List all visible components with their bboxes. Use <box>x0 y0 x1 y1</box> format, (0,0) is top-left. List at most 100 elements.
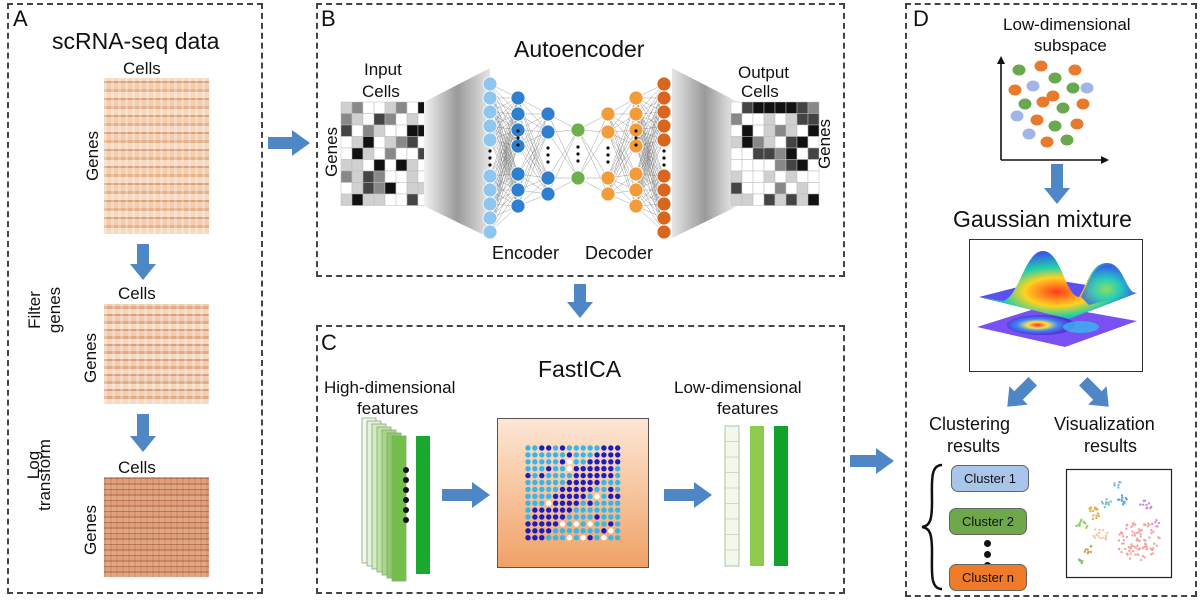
ica-dot <box>594 521 600 527</box>
ica-dot <box>587 521 593 527</box>
ica-dot <box>608 479 614 486</box>
matrix-cell <box>351 124 364 137</box>
panel-d <box>905 3 1197 597</box>
matrix-cell <box>774 101 787 114</box>
ica-dot <box>573 472 579 479</box>
output-label-2: Cells <box>741 82 779 101</box>
panel-c <box>316 325 845 594</box>
network-edge <box>517 131 549 175</box>
ica-dot <box>594 466 600 472</box>
ica-dot <box>559 507 566 513</box>
embedding-point <box>1116 498 1120 501</box>
matrix-cell <box>730 147 743 160</box>
matrix-cell <box>774 182 787 195</box>
matrix-cell <box>340 124 353 137</box>
cluster-1-box: Cluster 1 <box>951 465 1029 492</box>
network-node <box>540 106 556 122</box>
network-edge <box>489 97 519 141</box>
matrix-cell <box>763 113 776 126</box>
embedding-point <box>1098 536 1102 539</box>
embedding-point <box>1158 536 1161 540</box>
ica-dot <box>559 479 566 486</box>
embedding-point <box>1138 539 1141 543</box>
embedding-point <box>1151 548 1154 552</box>
network-edge <box>517 131 549 191</box>
ica-dot <box>539 472 545 479</box>
matrix-cell <box>807 182 820 195</box>
network-node <box>482 76 498 92</box>
genes-label-3: Genes <box>81 504 100 556</box>
ica-dot <box>587 535 593 541</box>
network-node <box>656 104 672 120</box>
ica-dot <box>532 445 538 451</box>
ica-dot <box>532 521 538 527</box>
network-ellipsis-dot <box>606 153 610 157</box>
cluster-2-box: Cluster 2 <box>949 508 1027 535</box>
network-edge <box>635 139 665 191</box>
embedding-point <box>1123 547 1127 551</box>
ica-dot <box>580 452 586 458</box>
embedding-point <box>1122 539 1126 542</box>
ica-dot <box>608 459 614 465</box>
network-node <box>628 198 644 214</box>
matrix-cell <box>796 113 809 126</box>
matrix-cell <box>373 113 386 126</box>
ica-dot <box>552 514 559 520</box>
ica-dot <box>539 479 545 486</box>
ica-dot <box>601 535 607 541</box>
embedding-point <box>1143 538 1146 542</box>
matrix-cell <box>373 136 386 149</box>
matrix-cell <box>384 193 397 206</box>
embedding-point <box>1153 542 1156 545</box>
network-node <box>628 90 644 106</box>
scatter-point <box>1068 64 1082 76</box>
matrix-cell <box>395 170 408 183</box>
network-ellipsis-dot <box>634 143 638 147</box>
genes-right-label: Genes <box>815 118 834 170</box>
matrix-cell <box>796 136 809 149</box>
clustering-label-2: results <box>947 436 1001 456</box>
network-ellipsis-dot <box>606 160 610 164</box>
network-ellipsis-dot <box>662 163 666 167</box>
network-edge <box>577 131 609 179</box>
network-node <box>510 182 526 198</box>
embedding-point <box>1113 484 1116 487</box>
ica-dot <box>601 493 607 499</box>
arrow-down-d1 <box>1044 164 1070 204</box>
ica-dot <box>552 472 559 479</box>
network-ellipsis-dot <box>662 156 666 160</box>
embedding-point <box>1143 556 1146 559</box>
ica-dot <box>539 500 545 506</box>
ica-dot <box>532 452 538 458</box>
network-edge <box>517 129 549 179</box>
ica-dot <box>539 507 545 513</box>
matrix-cell <box>763 159 776 172</box>
network-node <box>482 118 498 134</box>
ica-dot <box>559 445 566 451</box>
arrow-down-right-d <box>1079 377 1109 407</box>
matrix-cell <box>395 182 408 195</box>
matrix-cell <box>395 159 408 172</box>
cluster-n-box: Cluster n <box>949 564 1027 591</box>
panel-a <box>7 3 263 594</box>
decoder-funnel <box>672 68 738 238</box>
matrix-cell <box>351 170 364 183</box>
ica-dot <box>608 521 614 527</box>
ica-dot <box>546 528 552 534</box>
ica-dot <box>608 535 614 541</box>
embedding-point <box>1145 547 1149 550</box>
matrix-cell <box>785 124 798 137</box>
network-ellipsis-dot <box>488 156 492 160</box>
clustering-label-1: Clustering <box>929 414 1011 434</box>
matrix-cell <box>351 193 364 206</box>
matrix-cell <box>785 193 798 206</box>
matrix-cell <box>796 193 809 206</box>
ica-dot <box>573 535 579 541</box>
ica-dot <box>546 459 552 465</box>
network-node <box>600 186 616 202</box>
matrix-cell <box>774 113 787 126</box>
embedding-point <box>1136 544 1139 547</box>
network-node <box>482 168 498 184</box>
ica-dot <box>552 479 559 486</box>
ica-dot <box>601 445 607 451</box>
